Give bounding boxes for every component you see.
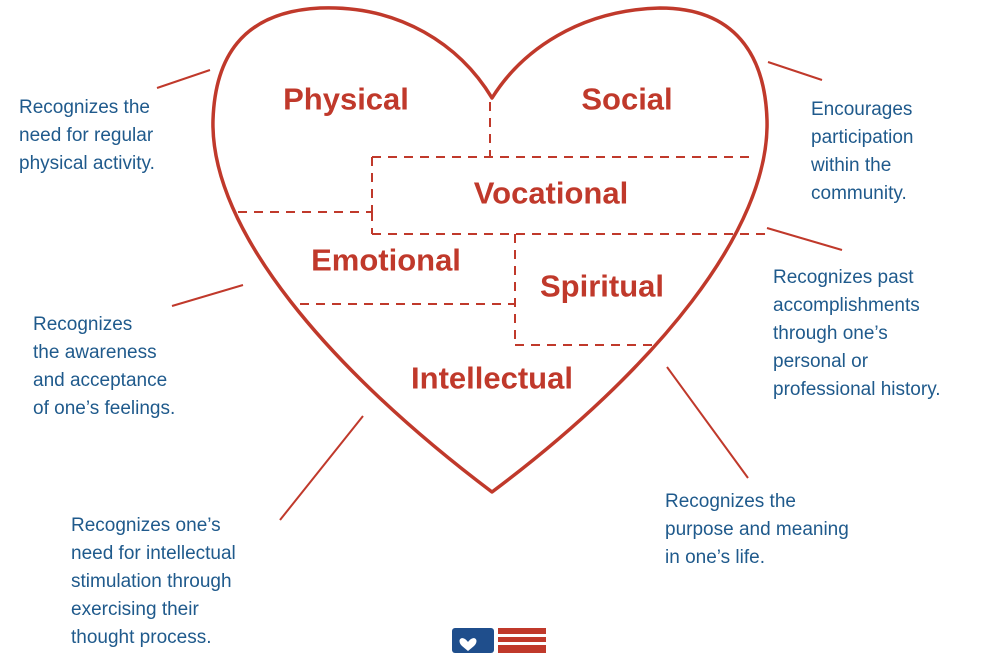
leader-emotional	[171, 284, 244, 307]
leader-social	[767, 61, 823, 81]
leader-lines	[156, 61, 843, 521]
description-intellectual: Recognizes one’s need for intellectual s…	[71, 515, 236, 648]
description-spiritual: Recognizes the purpose and meaning in on…	[665, 491, 849, 568]
label-intellectual: Intellectual	[411, 360, 573, 396]
leader-spiritual	[666, 366, 749, 479]
description-emotional: Recognizes the awareness and acceptance …	[33, 314, 176, 419]
label-social: Social	[581, 81, 673, 117]
section-dividers	[238, 102, 765, 346]
description-social: Encourages participation within the comm…	[811, 99, 914, 204]
label-physical: Physical	[283, 81, 409, 117]
label-emotional: Emotional	[311, 242, 461, 278]
heart-shield-logo-icon	[452, 628, 546, 653]
leader-physical	[156, 69, 211, 89]
description-physical: Recognizes the need for regular physical…	[19, 97, 155, 174]
heart-outline	[211, 6, 769, 494]
leader-intellectual	[279, 415, 364, 521]
label-spiritual: Spiritual	[539, 268, 665, 304]
leader-vocational	[766, 227, 843, 251]
description-vocational: Recognizes past accomplishments through …	[773, 267, 941, 400]
label-vocational: Vocational	[473, 175, 629, 211]
